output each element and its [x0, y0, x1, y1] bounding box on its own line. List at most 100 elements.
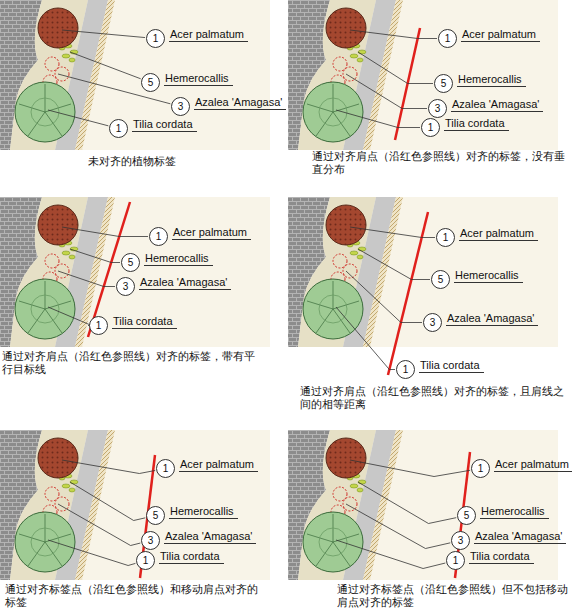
callout-number: 3 [429, 100, 446, 117]
leader-line [131, 543, 141, 545]
callout-number: 3 [424, 314, 441, 331]
leader-line [70, 249, 111, 263]
plant-name: Acer palmatum [461, 28, 540, 42]
callout-number: 5 [142, 74, 159, 91]
plant-name: Hemerocallis [164, 72, 233, 86]
callout-circle: 1Tilia cordata [136, 551, 155, 570]
callout-circle: 1Tilia cordata [421, 118, 440, 137]
leader-line [423, 563, 445, 568]
callout-number: 3 [117, 278, 134, 295]
callout-number: 5 [432, 271, 449, 288]
callout-circle: 1Acer palmatum [438, 29, 457, 48]
callout-number: 3 [142, 532, 159, 549]
leader-line [418, 38, 437, 39]
leader-line [346, 271, 401, 323]
leader-line [358, 482, 428, 524]
callout-circle: 5Hemerocallis [141, 73, 160, 92]
plant-name: Acer palmatum [494, 458, 572, 472]
plant-name: Acer palmatum [459, 227, 538, 241]
leader-line [48, 540, 128, 566]
plant-name: Hemerocallis [454, 269, 523, 283]
leader-line [428, 518, 456, 524]
reference-line [388, 212, 428, 375]
leader-line [58, 74, 170, 104]
panel-caption: 通过对齐标签点（沿红色参照线）和移动肩点对齐的标签 [5, 583, 267, 609]
leader-line [111, 262, 120, 263]
plant-name: Azalea 'Amagasa' [451, 98, 543, 112]
leader-line [336, 307, 389, 370]
callout-number: 1 [439, 30, 456, 47]
leader-line [128, 563, 135, 565]
plant-name: Tilia cordata [469, 550, 534, 564]
callout-number: 1 [157, 460, 174, 477]
leader-line [411, 279, 430, 280]
callout-circle: 1Acer palmatum [436, 228, 455, 247]
leader-line [434, 470, 470, 476]
plant-name: Hemerocallis [169, 505, 238, 519]
callout-number: 5 [122, 254, 139, 271]
callout-circle: 1Tilia cordata [109, 119, 128, 138]
callout-circle: 1Acer palmatum [471, 459, 490, 478]
leader-line [350, 227, 422, 238]
callout-number: 5 [435, 75, 452, 92]
plant-name: Acer palmatum [169, 28, 248, 42]
callout-number: 1 [422, 119, 439, 136]
callout-circle: 3Azalea 'Amagasa' [451, 531, 470, 550]
leader-line [401, 322, 422, 323]
callout-circle: 5Hemerocallis [146, 506, 165, 525]
plant-name: Acer palmatum [179, 458, 258, 472]
plant-name: Tilia cordata [419, 359, 484, 373]
leader-line [350, 460, 434, 477]
callout-circle: 3Azalea 'Amagasa' [428, 99, 447, 118]
plant-name: Azalea 'Amagasa' [474, 530, 566, 544]
callout-number: 3 [452, 532, 469, 549]
plant-name: Azalea 'Amagasa' [164, 530, 256, 544]
leader-line [104, 286, 115, 287]
leader-line [346, 504, 425, 549]
leader-line [70, 482, 134, 521]
callout-circle: 1Acer palmatum [146, 29, 165, 48]
callout-circle: 1Tilia cordata [89, 316, 108, 335]
plant-name: Azalea 'Amagasa' [139, 276, 231, 290]
plant-name: Azalea 'Amagasa' [194, 96, 286, 110]
leader-line [358, 249, 411, 280]
callout-number: 1 [147, 30, 164, 47]
leader-line [48, 110, 108, 126]
callout-number: 1 [150, 228, 167, 245]
reference-line [395, 28, 420, 140]
panel-caption: 通过对齐肩点（沿红色参照线）对齐的标签，且肩线之间的相等距离 [300, 385, 568, 411]
callout-circle: 5Hemerocallis [457, 506, 476, 525]
callout-number: 1 [137, 552, 154, 569]
leader-line [58, 271, 104, 287]
panel-caption: 未对齐的植物标签 [88, 155, 268, 168]
plant-name: Tilia cordata [159, 550, 224, 564]
callout-circle: 1Tilia cordata [446, 551, 465, 570]
callout-circle: 3Azalea 'Amagasa' [171, 97, 190, 116]
leader-line [425, 543, 450, 549]
callout-number: 1 [447, 552, 464, 569]
leader-line [398, 127, 420, 128]
plant-name: Hemerocallis [144, 252, 213, 266]
leader-line [62, 460, 139, 474]
plant-name: Tilia cordata [132, 118, 197, 132]
callout-number: 1 [437, 229, 454, 246]
panel-caption: 通过对齐肩点（沿红色参照线）对齐的标签，没有垂直分布 [312, 150, 570, 176]
plant-name: Tilia cordata [112, 315, 177, 329]
leader-line [422, 237, 435, 238]
callout-number: 1 [90, 317, 107, 334]
callout-circle: 1Acer palmatum [156, 459, 175, 478]
leader-line [58, 504, 131, 546]
leader-line [48, 307, 92, 326]
callout-circle: 5Hemerocallis [431, 270, 450, 289]
plant-name: Hemerocallis [457, 73, 526, 87]
leader-line [408, 83, 433, 84]
callout-circle: 3Azalea 'Amagasa' [141, 531, 160, 550]
plant-name: Hemerocallis [480, 505, 549, 519]
callout-circle: 3Azalea 'Amagasa' [116, 277, 135, 296]
leader-line [139, 470, 155, 473]
leader-line [350, 30, 418, 39]
leader-line [358, 52, 408, 84]
callout-number: 1 [110, 120, 127, 137]
